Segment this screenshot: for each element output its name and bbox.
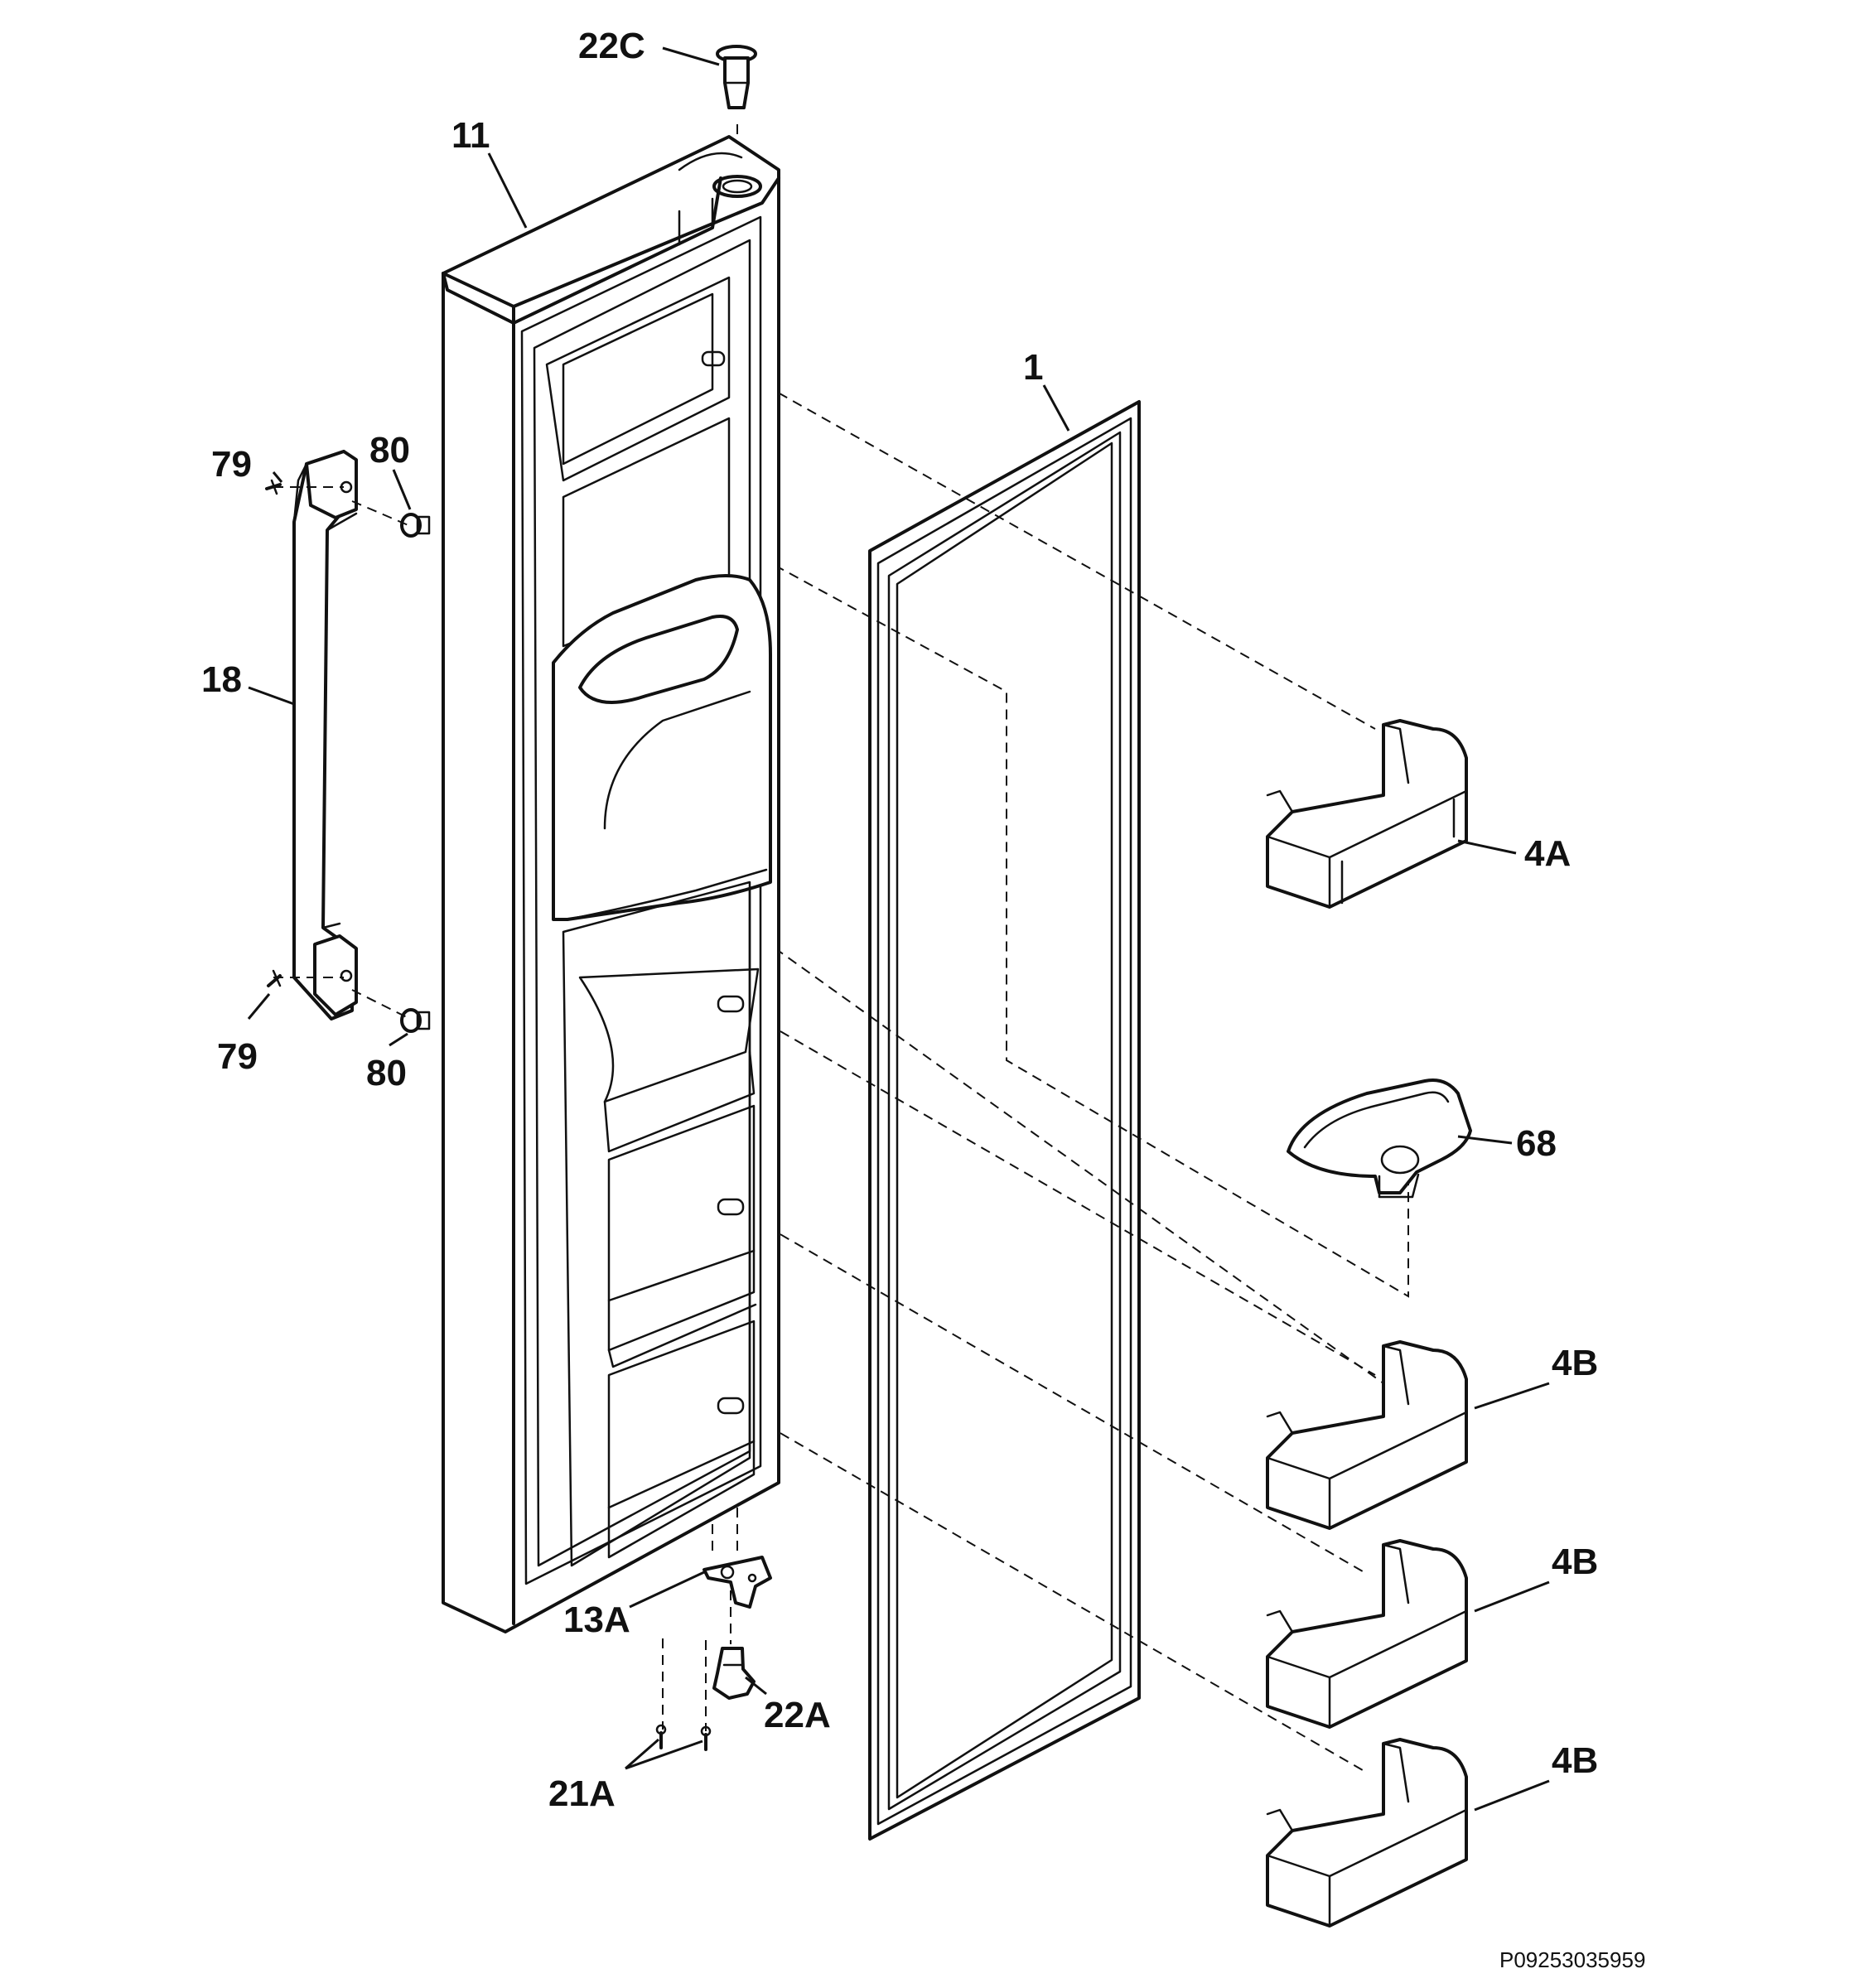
- dispenser-scoop-opening: [578, 615, 739, 704]
- door-bin-4b-1: [1266, 1340, 1468, 1530]
- handle-fasteners: [265, 479, 431, 1033]
- ice-funnel-68: [1287, 1078, 1472, 1199]
- door-top-hinge-socket: [712, 175, 762, 198]
- door-top-edge: [512, 176, 780, 308]
- label-79-bottom: 79: [217, 1036, 258, 1077]
- door-top-cap: [442, 176, 722, 325]
- label-21a: 21A: [548, 1773, 616, 1814]
- hinge-bushing-22c: [716, 45, 757, 109]
- door-bin-4a: [1266, 719, 1468, 909]
- bottom-hinge-bracket-13a: [702, 1556, 772, 1609]
- handle-top-mount: [305, 450, 358, 519]
- screws-21a: [655, 1724, 712, 1751]
- label-22c: 22C: [578, 26, 645, 66]
- label-80-top: 80: [369, 430, 410, 470]
- label-4a: 4A: [1524, 833, 1571, 874]
- label-1: 1: [1023, 347, 1043, 388]
- screw-79-bottom: [267, 969, 282, 987]
- handle-bottom-mount: [313, 934, 358, 1016]
- shelf-peg-1: [717, 995, 745, 1013]
- gasket-outer: [868, 400, 1141, 1841]
- label-13a: 13A: [563, 1600, 630, 1640]
- part-labels: 22C 11 1 79 80 18 4A 79 80 68 4B 4B 4B 1…: [201, 26, 1645, 1972]
- bottom-hinge-bushing-22a: [712, 1647, 756, 1700]
- door-assembly: [442, 135, 780, 1633]
- shelf-peg-2: [717, 1198, 745, 1216]
- screw-79-top: [265, 479, 282, 495]
- door-handle: [292, 450, 358, 1021]
- label-4b-1: 4B: [1552, 1343, 1598, 1383]
- door-bin-4b-3: [1266, 1738, 1468, 1928]
- bushing-80-top: [400, 513, 431, 538]
- door-bin-4b-2: [1266, 1539, 1468, 1729]
- label-18: 18: [201, 659, 242, 700]
- upper-compartment: [545, 276, 731, 482]
- label-4b-2: 4B: [1552, 1542, 1598, 1582]
- shelf-peg-top: [701, 350, 726, 367]
- label-80-bottom: 80: [366, 1053, 407, 1093]
- bushing-80-bottom: [400, 1008, 431, 1033]
- label-79-top: 79: [211, 444, 252, 485]
- door-shelf-2: [607, 1104, 756, 1352]
- label-4b-3: 4B: [1552, 1740, 1598, 1781]
- label-68: 68: [1516, 1123, 1557, 1164]
- leader-lines: [247, 46, 1550, 1812]
- door-gasket-channel: [520, 215, 762, 1585]
- label-22a: 22A: [764, 1695, 831, 1735]
- door-shelf-3: [607, 1320, 756, 1559]
- dispenser-housing: [552, 574, 772, 921]
- label-11: 11: [451, 115, 490, 156]
- door-gasket: [868, 400, 1141, 1841]
- lower-compartment: [562, 881, 751, 1567]
- diagram-code: P09253035959: [1499, 1947, 1645, 1972]
- shelf-peg-3: [717, 1397, 745, 1415]
